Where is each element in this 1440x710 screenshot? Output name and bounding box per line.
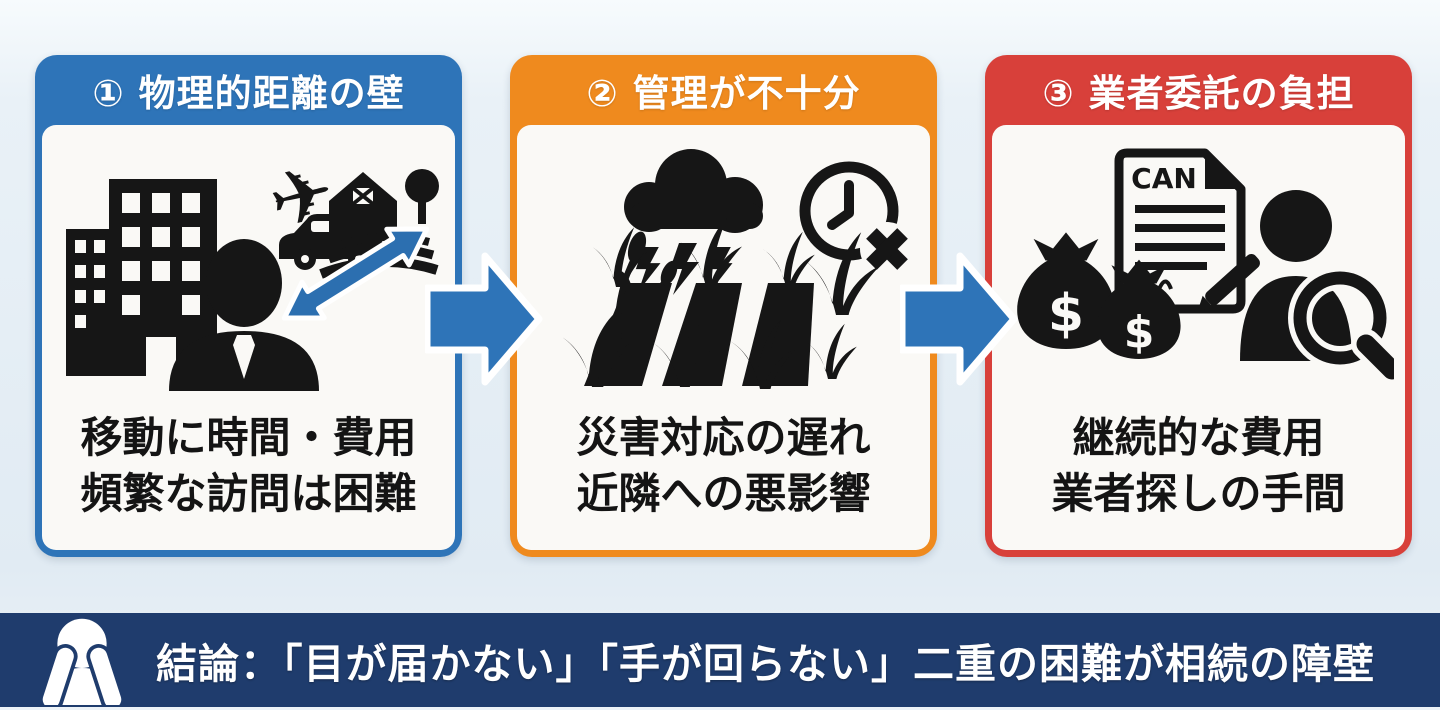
card-illustration (529, 141, 919, 391)
card-body: 災害対応の遅れ 近隣への悪影響 (517, 125, 930, 550)
card-title: ② 管理が不十分 (586, 72, 861, 115)
svg-text:$: $ (1123, 307, 1154, 358)
description-line: 頻繁な訪問は困難 (80, 468, 417, 518)
card-title: ③ 業者委託の負担 (1042, 72, 1355, 115)
contract-signing-icon: CAN (1114, 148, 1260, 314)
card-physical-distance: ① 物理的距離の壁 (35, 55, 462, 557)
person-search-icon (1239, 190, 1394, 385)
management-illustration (559, 149, 914, 389)
overgrown-field-icon (559, 218, 879, 389)
description-line: 移動に時間・費用 (80, 413, 417, 463)
flow-arrow-right-icon (898, 248, 1018, 390)
card-contractor-burden: ③ 業者委託の負担 CAN (985, 55, 1412, 557)
money-bags-icon: $ $ (1016, 232, 1181, 359)
card-description: 災害対応の遅れ 近隣への悪影響 (576, 391, 870, 550)
card-illustration: ✈ (54, 141, 444, 391)
distance-double-arrow-icon (281, 226, 429, 321)
physical-distance-illustration: ✈ (65, 145, 439, 391)
conclusion-banner: 結論：「目が届かない」「手が回らない」二重の困難が相続の障壁 (0, 613, 1440, 710)
svg-text:$: $ (1047, 284, 1083, 344)
contractor-illustration: CAN $ $ (1016, 148, 1394, 385)
description-line: 継続的な費用 (1072, 413, 1325, 463)
contract-label: CAN (1131, 162, 1197, 195)
distressed-person-icon (24, 615, 140, 710)
card-title: ① 物理的距離の壁 (92, 72, 405, 115)
description-line: 災害対応の遅れ (576, 413, 871, 463)
card-description: 継続的な費用 業者探しの手間 (1051, 391, 1345, 550)
card-body: ✈ (42, 125, 455, 550)
delay-clock-x-icon (799, 161, 914, 276)
card-illustration: CAN $ $ (1004, 141, 1394, 391)
conclusion-text: 結論：「目が届かない」「手が回らない」二重の困難が相続の障壁 (156, 640, 1375, 688)
card-description: 移動に時間・費用 頻繁な訪問は困難 (80, 391, 416, 550)
storm-cloud-lightning-icon (623, 149, 763, 295)
description-line: 近隣への悪影響 (576, 468, 871, 518)
weed-stalks-icon (614, 231, 677, 344)
description-line: 業者探しの手間 (1051, 468, 1346, 518)
card-insufficient-management: ② 管理が不十分 (510, 55, 937, 557)
card-body: CAN $ $ (992, 125, 1405, 550)
city-building-icon (65, 179, 217, 376)
flow-arrow-right-icon (423, 248, 543, 390)
businessman-icon (168, 239, 319, 391)
